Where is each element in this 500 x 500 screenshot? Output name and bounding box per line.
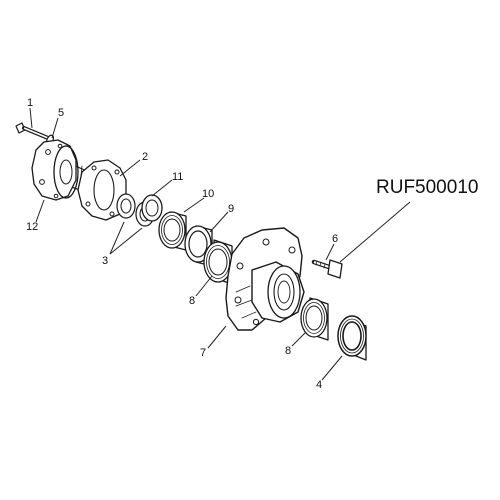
callout-11: 11	[172, 171, 183, 183]
callout-7: 7	[200, 347, 206, 359]
callout-8-inner: 8	[189, 295, 195, 307]
callout-labels: 1 5 2 11 10 9 12 3 8 7 8 6 4	[26, 97, 338, 391]
callout-3: 3	[102, 255, 108, 267]
part-11-spacer	[141, 194, 163, 222]
callout-5: 5	[58, 107, 64, 119]
part-8-bearing-outer	[300, 297, 329, 341]
callout-2: 2	[142, 151, 148, 163]
callout-9: 9	[228, 203, 234, 215]
callout-1: 1	[27, 97, 33, 109]
part-4-hub-seal	[337, 315, 367, 361]
part-number-label: RUF500010	[376, 177, 478, 198]
part-7-hub	[225, 227, 305, 331]
part-1-bolt	[15, 122, 50, 140]
callout-6: 6	[332, 233, 338, 245]
leader-lines	[29, 107, 411, 381]
callout-10: 10	[202, 188, 214, 200]
part-6-wheel-stud	[311, 259, 343, 279]
part-10-bearing	[158, 211, 187, 251]
callout-8-outer: 8	[285, 345, 291, 357]
callout-4: 4	[316, 379, 322, 391]
part-8-bearing-inner	[203, 239, 233, 285]
callout-12: 12	[26, 221, 38, 233]
